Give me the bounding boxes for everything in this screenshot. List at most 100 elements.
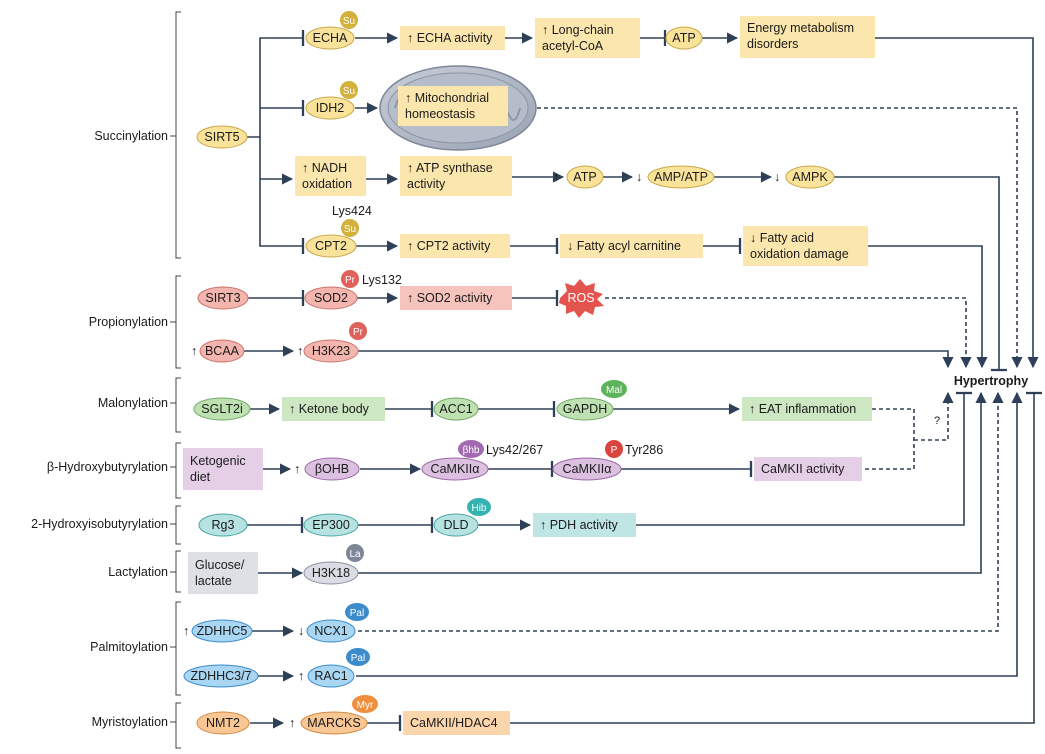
box-ketone-body-label: ↑ Ketone body xyxy=(289,402,370,416)
node-h3k23 xyxy=(303,339,359,363)
arrow-up-h3k23: ↑ xyxy=(297,344,303,358)
node-amp-atp-label: AMP/ATP xyxy=(654,170,708,184)
mal-badge-gapdh xyxy=(601,380,627,398)
sirt5-to-nadh xyxy=(259,137,294,185)
box-camk-activity-label: CaMKII activity xyxy=(761,462,845,476)
box-atp-synthase xyxy=(400,156,512,196)
category-lactylation: Lactylation xyxy=(108,565,168,579)
box-nadh xyxy=(295,156,366,196)
node-ep300-label: EP300 xyxy=(312,518,350,532)
node-echa-label: ECHA xyxy=(313,31,348,45)
node-nmt2-label: NMT2 xyxy=(206,716,240,730)
box-ketogenic-diet xyxy=(183,448,263,490)
box-atp-synthase-label-2: activity xyxy=(407,177,446,191)
arrow-down-ampatp: ↓ xyxy=(636,170,642,184)
node-sod2-label: SOD2 xyxy=(314,291,348,305)
box-lcacoa-label-1: ↑ Long-chain xyxy=(542,23,614,37)
connectors xyxy=(244,30,1042,731)
box-glucose-lactate-label-2: lactate xyxy=(195,574,232,588)
box-ketogenic-diet-label-2: diet xyxy=(190,470,211,484)
rac1-to-hypertrophy xyxy=(356,391,1023,677)
site-lys424: Lys424 xyxy=(332,204,372,218)
node-idh2-label: IDH2 xyxy=(316,101,345,115)
ampk-to-hypertrophy xyxy=(834,176,1007,372)
node-sglt2i xyxy=(193,397,251,421)
bracket-myristoylation xyxy=(170,702,181,749)
box-lcacoa xyxy=(535,18,640,58)
node-sirt3-label: SIRT3 xyxy=(205,291,240,305)
node-camk-2-label: CaMKIIα xyxy=(563,462,612,476)
myr-badge-label: Myr xyxy=(357,700,374,711)
su-badge-cpt2-label: Su xyxy=(344,224,356,235)
node-sod2 xyxy=(304,286,358,310)
node-sirt5 xyxy=(196,125,248,149)
node-gapdh xyxy=(556,397,614,421)
su-badge-cpt2 xyxy=(341,219,359,237)
arrow-up-marcks: ↑ xyxy=(289,716,295,730)
node-cpt2 xyxy=(305,234,357,258)
la-badge-label: La xyxy=(349,549,361,560)
box-cpt2-activity-label: ↑ CPT2 activity xyxy=(407,239,491,253)
box-sod2-activity xyxy=(400,286,512,310)
bracket-lactylation xyxy=(170,550,181,593)
pal-badge-rac1 xyxy=(346,648,370,666)
box-energy xyxy=(740,16,875,58)
pr-badge-sod2 xyxy=(341,270,359,288)
node-marcks-label: MARCKS xyxy=(307,716,360,730)
box-echa-activity xyxy=(400,26,505,50)
pr-badge-h3k23-label: Pr xyxy=(353,327,364,338)
su-badge-echa-label: Su xyxy=(343,16,355,27)
myristoylation-nodes: NMT2 ↑ MARCKS Myr CaMKII/HDAC4 xyxy=(196,695,510,735)
box-pdh-activity-label: ↑ PDH activity xyxy=(540,518,619,532)
node-ampk-label: AMPK xyxy=(792,170,828,184)
box-fao-damage xyxy=(743,226,868,266)
node-h3k18 xyxy=(303,561,359,585)
node-sirt5-label: SIRT5 xyxy=(204,130,239,144)
box-glucose-lactate xyxy=(188,552,258,594)
arrow-up-zdhhc5: ↑ xyxy=(183,624,189,638)
arrow-up-bcaa: ↑ xyxy=(191,344,197,358)
pal-badge-rac1-label: Pal xyxy=(351,653,365,664)
pdh-to-hypertrophy xyxy=(636,391,972,526)
question-mark: ? xyxy=(934,415,940,427)
la-badge xyxy=(346,544,364,562)
node-zdhhc5 xyxy=(191,619,253,643)
category-beta-hydroxybutyrylation: β-Hydroxybutyrylation xyxy=(47,460,168,474)
hypertrophy-label: Hypertrophy xyxy=(954,374,1028,388)
node-zdhhc3-7 xyxy=(183,664,259,688)
h3k23-to-hypertrophy xyxy=(358,350,954,369)
pr-badge-sod2-label: Pr xyxy=(345,275,356,286)
palmitoylation-nodes: ↑ ZDHHC5 ↓ NCX1 Pal ZDHHC3/7 ↑ RAC1 Pal xyxy=(183,603,370,688)
node-h3k23-label: H3K23 xyxy=(312,344,350,358)
node-atp-1 xyxy=(665,26,703,50)
category-2-hydroxyisobutyrylation: 2-Hydroxyisobutyrylation xyxy=(31,517,168,531)
box-mito-label-2: homeostasis xyxy=(405,107,475,121)
bhb-badge-label: βhb xyxy=(463,445,480,456)
h3k18-to-hypertrophy xyxy=(358,391,987,574)
ncx1-to-hypertrophy xyxy=(358,391,1004,632)
node-atp-2-label: ATP xyxy=(573,170,596,184)
bracket-bhb xyxy=(170,442,181,499)
box-pdh-activity xyxy=(533,513,636,537)
box-energy-label-1: Energy metabolism xyxy=(747,21,854,35)
node-acc1 xyxy=(433,397,479,421)
eat-camk-merge xyxy=(862,393,948,470)
p-badge-label: P xyxy=(611,445,618,456)
hib-badge xyxy=(467,498,491,516)
box-fao-damage-label-1: ↓ Fatty acid xyxy=(750,231,814,245)
p-badge xyxy=(605,440,623,458)
bracket-palmitoylation xyxy=(170,601,181,696)
node-idh2 xyxy=(305,96,355,120)
node-bohb-label: βOHB xyxy=(315,462,349,476)
su-badge-idh2-label: Su xyxy=(343,86,355,97)
bracket-succinylation xyxy=(170,11,181,259)
sirt5-to-cpt2 xyxy=(259,179,305,254)
category-succinylation: Succinylation xyxy=(94,129,168,143)
energy-to-hypertrophy xyxy=(875,37,1039,369)
node-nmt2 xyxy=(196,711,250,735)
category-palmitoylation: Palmitoylation xyxy=(90,640,168,654)
node-ep300 xyxy=(303,513,359,537)
pal-badge-ncx1 xyxy=(345,603,369,621)
box-lcacoa-label-2: acetyl-CoA xyxy=(542,39,604,53)
succinylation-nodes: SIRT5 ECHA Su ↑ ECHA activity ↑ Long-cha… xyxy=(196,11,875,266)
